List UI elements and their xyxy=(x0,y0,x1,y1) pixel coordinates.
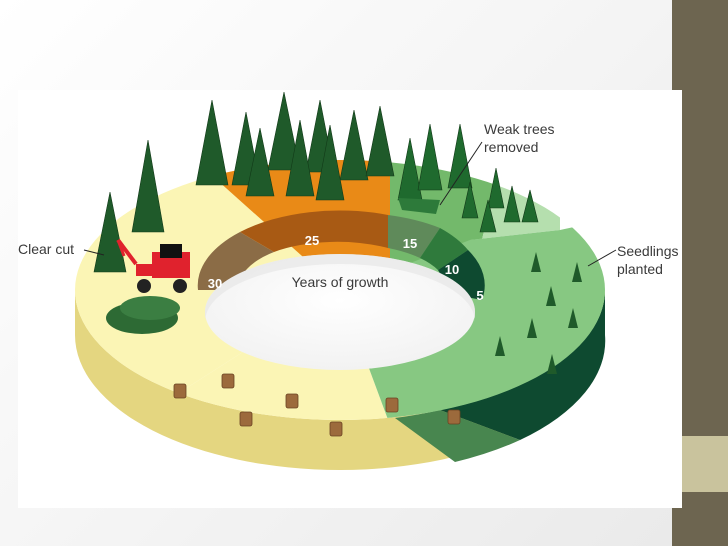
seedlings-label-line1: Seedlings xyxy=(617,243,679,259)
segment-label-15: 15 xyxy=(403,236,417,251)
clear-cut-label: Clear cut xyxy=(18,241,74,257)
segment-label-30: 30 xyxy=(208,276,222,291)
segment-label-5: 5 xyxy=(476,288,483,303)
center-label: Years of growth xyxy=(292,274,389,290)
weak-trees-label-line2: removed xyxy=(484,139,538,155)
segment-label-25: 25 xyxy=(305,233,319,248)
weak-trees-label-line1: Weak trees xyxy=(484,121,555,137)
segment-label-10: 10 xyxy=(445,262,459,277)
seedlings-label-line2: planted xyxy=(617,261,663,277)
